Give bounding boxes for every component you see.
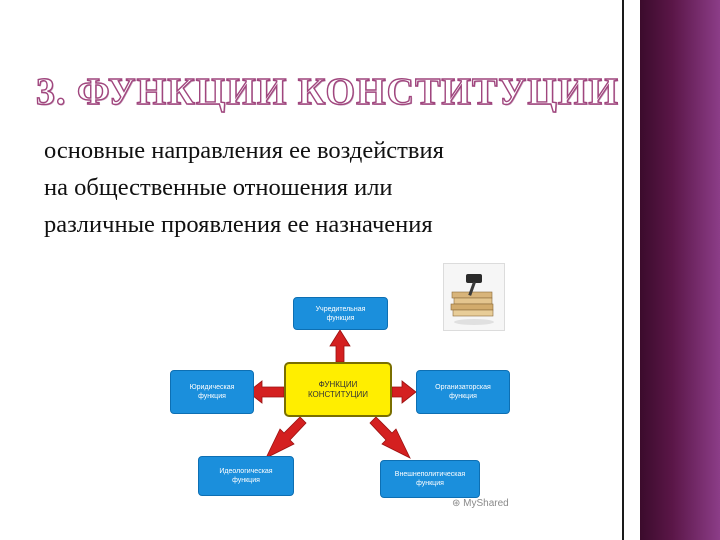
arrow-bottom-left: [265, 416, 307, 459]
node-left: Юридическая функция: [170, 370, 254, 414]
body-line-3: различные проявления ее назначения: [44, 211, 433, 238]
sidebar-divider: [622, 0, 624, 540]
body-line-1: основные направления ее воздействия: [44, 137, 444, 164]
node-bottom-right-line-2: функция: [416, 480, 444, 487]
node-bottom-right: Внешнеполитическая функция: [380, 460, 480, 498]
node-top: Учредительная функция: [293, 297, 388, 330]
watermark-text: MyShared: [463, 498, 509, 509]
node-top-line-2: функция: [326, 314, 355, 322]
node-bottom-left-line-2: функция: [232, 477, 260, 484]
watermark-icon: ⊛: [452, 498, 461, 509]
arrow-top: [329, 329, 351, 363]
diagram-arrows: [247, 329, 417, 459]
watermark-logo: ⊛ MyShared: [452, 498, 509, 509]
slide-title: 3. ФУНКЦИИ КОНСТИТУЦИИ: [35, 70, 619, 113]
node-right: Организаторская функция: [416, 370, 510, 414]
body-line-2: на общественные отношения или: [44, 174, 393, 201]
functions-diagram: Учредительная функция Юридическая функци…: [170, 292, 520, 507]
node-top-line-1: Учредительная: [315, 305, 366, 313]
decorative-sidebar: [640, 0, 720, 540]
node-center: ФУНКЦИИ КОНСТИТУЦИИ: [284, 362, 392, 417]
slide-body: основные направления ее воздействия на о…: [44, 132, 604, 243]
gavel-books-graphic: [450, 274, 494, 325]
node-left-line-1: Юридическая: [189, 384, 235, 391]
center-line-1: ФУНКЦИИ: [318, 379, 358, 389]
node-left-line-2: функция: [198, 393, 226, 400]
node-bottom-left-line-1: Идеологическая: [219, 468, 273, 475]
center-line-2: КОНСТИТУЦИИ: [307, 389, 369, 399]
arrow-bottom-right: [369, 416, 411, 459]
node-right-line-1: Организаторская: [435, 384, 491, 391]
arrow-right: [391, 380, 417, 404]
gavel-books-icon: [443, 263, 505, 331]
node-right-line-2: функция: [449, 393, 477, 400]
node-bottom-right-line-1: Внешнеполитическая: [394, 471, 466, 478]
node-bottom-left: Идеологическая функция: [198, 456, 294, 496]
arrow-left: [247, 380, 285, 404]
